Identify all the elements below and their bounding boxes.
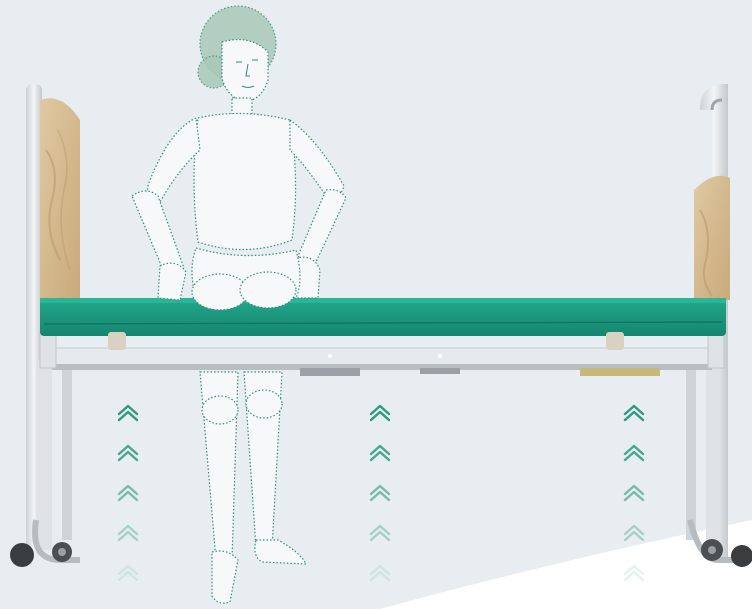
double-chevron-up-icon xyxy=(371,566,389,580)
right-foot xyxy=(255,540,306,564)
double-chevron-up-icon xyxy=(119,486,137,500)
right-forearm xyxy=(298,190,346,263)
double-chevron-up-icon xyxy=(625,446,643,460)
double-chevron-up-icon xyxy=(371,446,389,460)
left-leg xyxy=(38,360,52,550)
double-chevron-up-icon xyxy=(371,406,389,420)
torso xyxy=(194,113,296,249)
right-upper-arm xyxy=(290,120,344,197)
double-chevron-up-icon xyxy=(625,406,643,420)
double-chevron-up-icon xyxy=(119,406,137,420)
mattress-handle-left xyxy=(108,332,126,350)
left-upper-arm xyxy=(148,118,200,202)
double-chevron-up-icon xyxy=(371,526,389,540)
double-chevron-up-icon xyxy=(119,446,137,460)
mattress-handle-right xyxy=(606,332,624,350)
double-chevron-up-icon xyxy=(625,486,643,500)
lift-arrows xyxy=(119,406,643,580)
double-chevron-up-icon xyxy=(371,486,389,500)
left-forearm xyxy=(132,191,184,273)
caster-wheel-icon xyxy=(10,543,34,567)
double-chevron-up-icon xyxy=(119,526,137,540)
double-chevron-up-icon xyxy=(119,566,137,580)
face xyxy=(222,40,268,102)
left-foot xyxy=(212,551,238,603)
double-chevron-up-icon xyxy=(625,526,643,540)
right-leg xyxy=(706,360,720,550)
left-wood-panel xyxy=(40,98,80,300)
mattress xyxy=(40,298,726,350)
right-wood-panel xyxy=(694,176,730,300)
